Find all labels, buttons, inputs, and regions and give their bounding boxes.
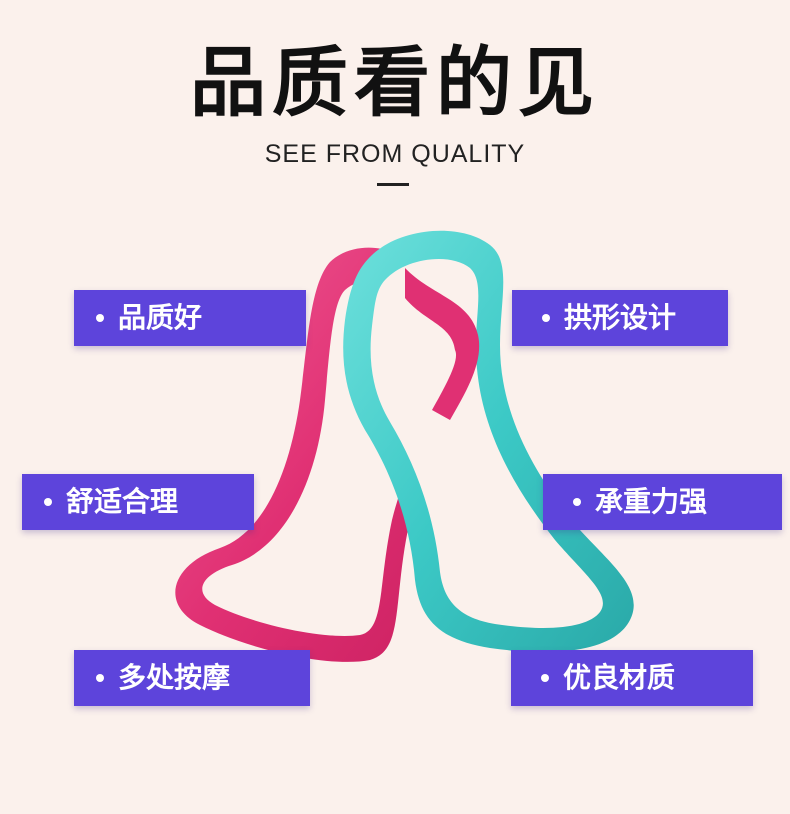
- bullet-dot: [573, 498, 581, 506]
- pink-ring-overlap: [405, 268, 480, 420]
- feature-tag-comfort: 舒适合理: [22, 474, 254, 530]
- feature-tag-load-bearing: 承重力强: [543, 474, 782, 530]
- bullet-dot: [96, 674, 104, 682]
- feature-tag-material: 优良材质: [511, 650, 753, 706]
- feature-tag-arch-design: 拱形设计: [512, 290, 728, 346]
- feature-label: 优良材质: [563, 661, 676, 694]
- feature-label: 舒适合理: [66, 485, 179, 518]
- page-subtitle: SEE FROM QUALITY: [264, 140, 526, 168]
- teal-ring: [343, 230, 634, 653]
- feature-tag-quality: 品质好: [74, 290, 306, 346]
- bullet-dot: [96, 314, 104, 322]
- bullet-dot: [542, 314, 550, 322]
- title-divider: [377, 183, 409, 186]
- feature-tag-massage: 多处按摩: [74, 650, 310, 706]
- feature-label: 承重力强: [595, 485, 708, 518]
- page-title: 品质看的见: [190, 38, 600, 127]
- bullet-dot: [541, 674, 549, 682]
- bullet-dot: [44, 498, 52, 506]
- feature-label: 多处按摩: [118, 661, 231, 694]
- feature-label: 拱形设计: [564, 301, 677, 334]
- feature-label: 品质好: [118, 301, 203, 334]
